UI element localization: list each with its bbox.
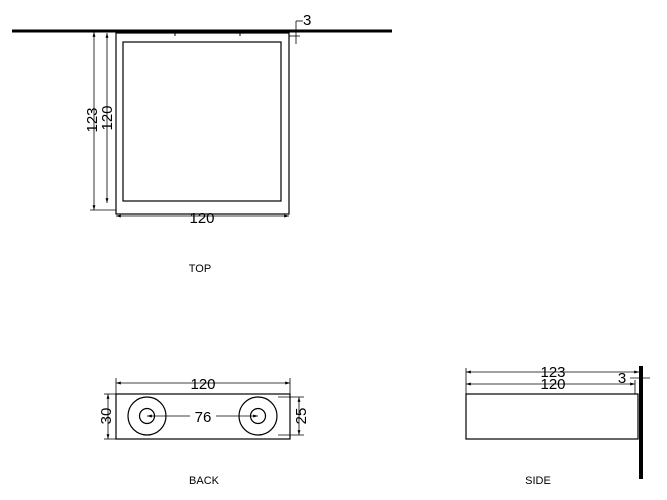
dim-side-gap: 3: [618, 370, 626, 387]
dim-top-gap: 3: [303, 12, 311, 29]
side-body: [465, 393, 639, 440]
dim-back-hole-spacing: 76: [195, 409, 212, 426]
dim-top-height-inner: 120: [99, 105, 116, 130]
side-view: 123 120 3 SIDE: [465, 364, 650, 487]
back-view: 120 30 76 25 BACK: [98, 376, 310, 487]
side-wall: [639, 366, 643, 479]
dim-side-depth-inner: 120: [540, 376, 565, 393]
top-view-label: TOP: [189, 263, 211, 275]
top-view: 123 120 120 3 TOP: [12, 12, 392, 275]
dim-top-width: 120: [189, 210, 214, 227]
dim-back-width: 120: [190, 376, 215, 393]
back-outer-box: [115, 393, 291, 440]
dim-text-mask: [190, 408, 216, 424]
dim-back-hole-height: 25: [293, 408, 310, 425]
back-view-label: BACK: [189, 475, 220, 487]
side-view-label: SIDE: [525, 475, 551, 487]
dim-back-height: 30: [98, 408, 115, 425]
dim-side-depth-outer: 123: [540, 364, 565, 381]
top-outer-box: [115, 32, 290, 215]
dim-top-height-outer: 123: [84, 107, 101, 132]
top-inner-box: [122, 41, 282, 202]
